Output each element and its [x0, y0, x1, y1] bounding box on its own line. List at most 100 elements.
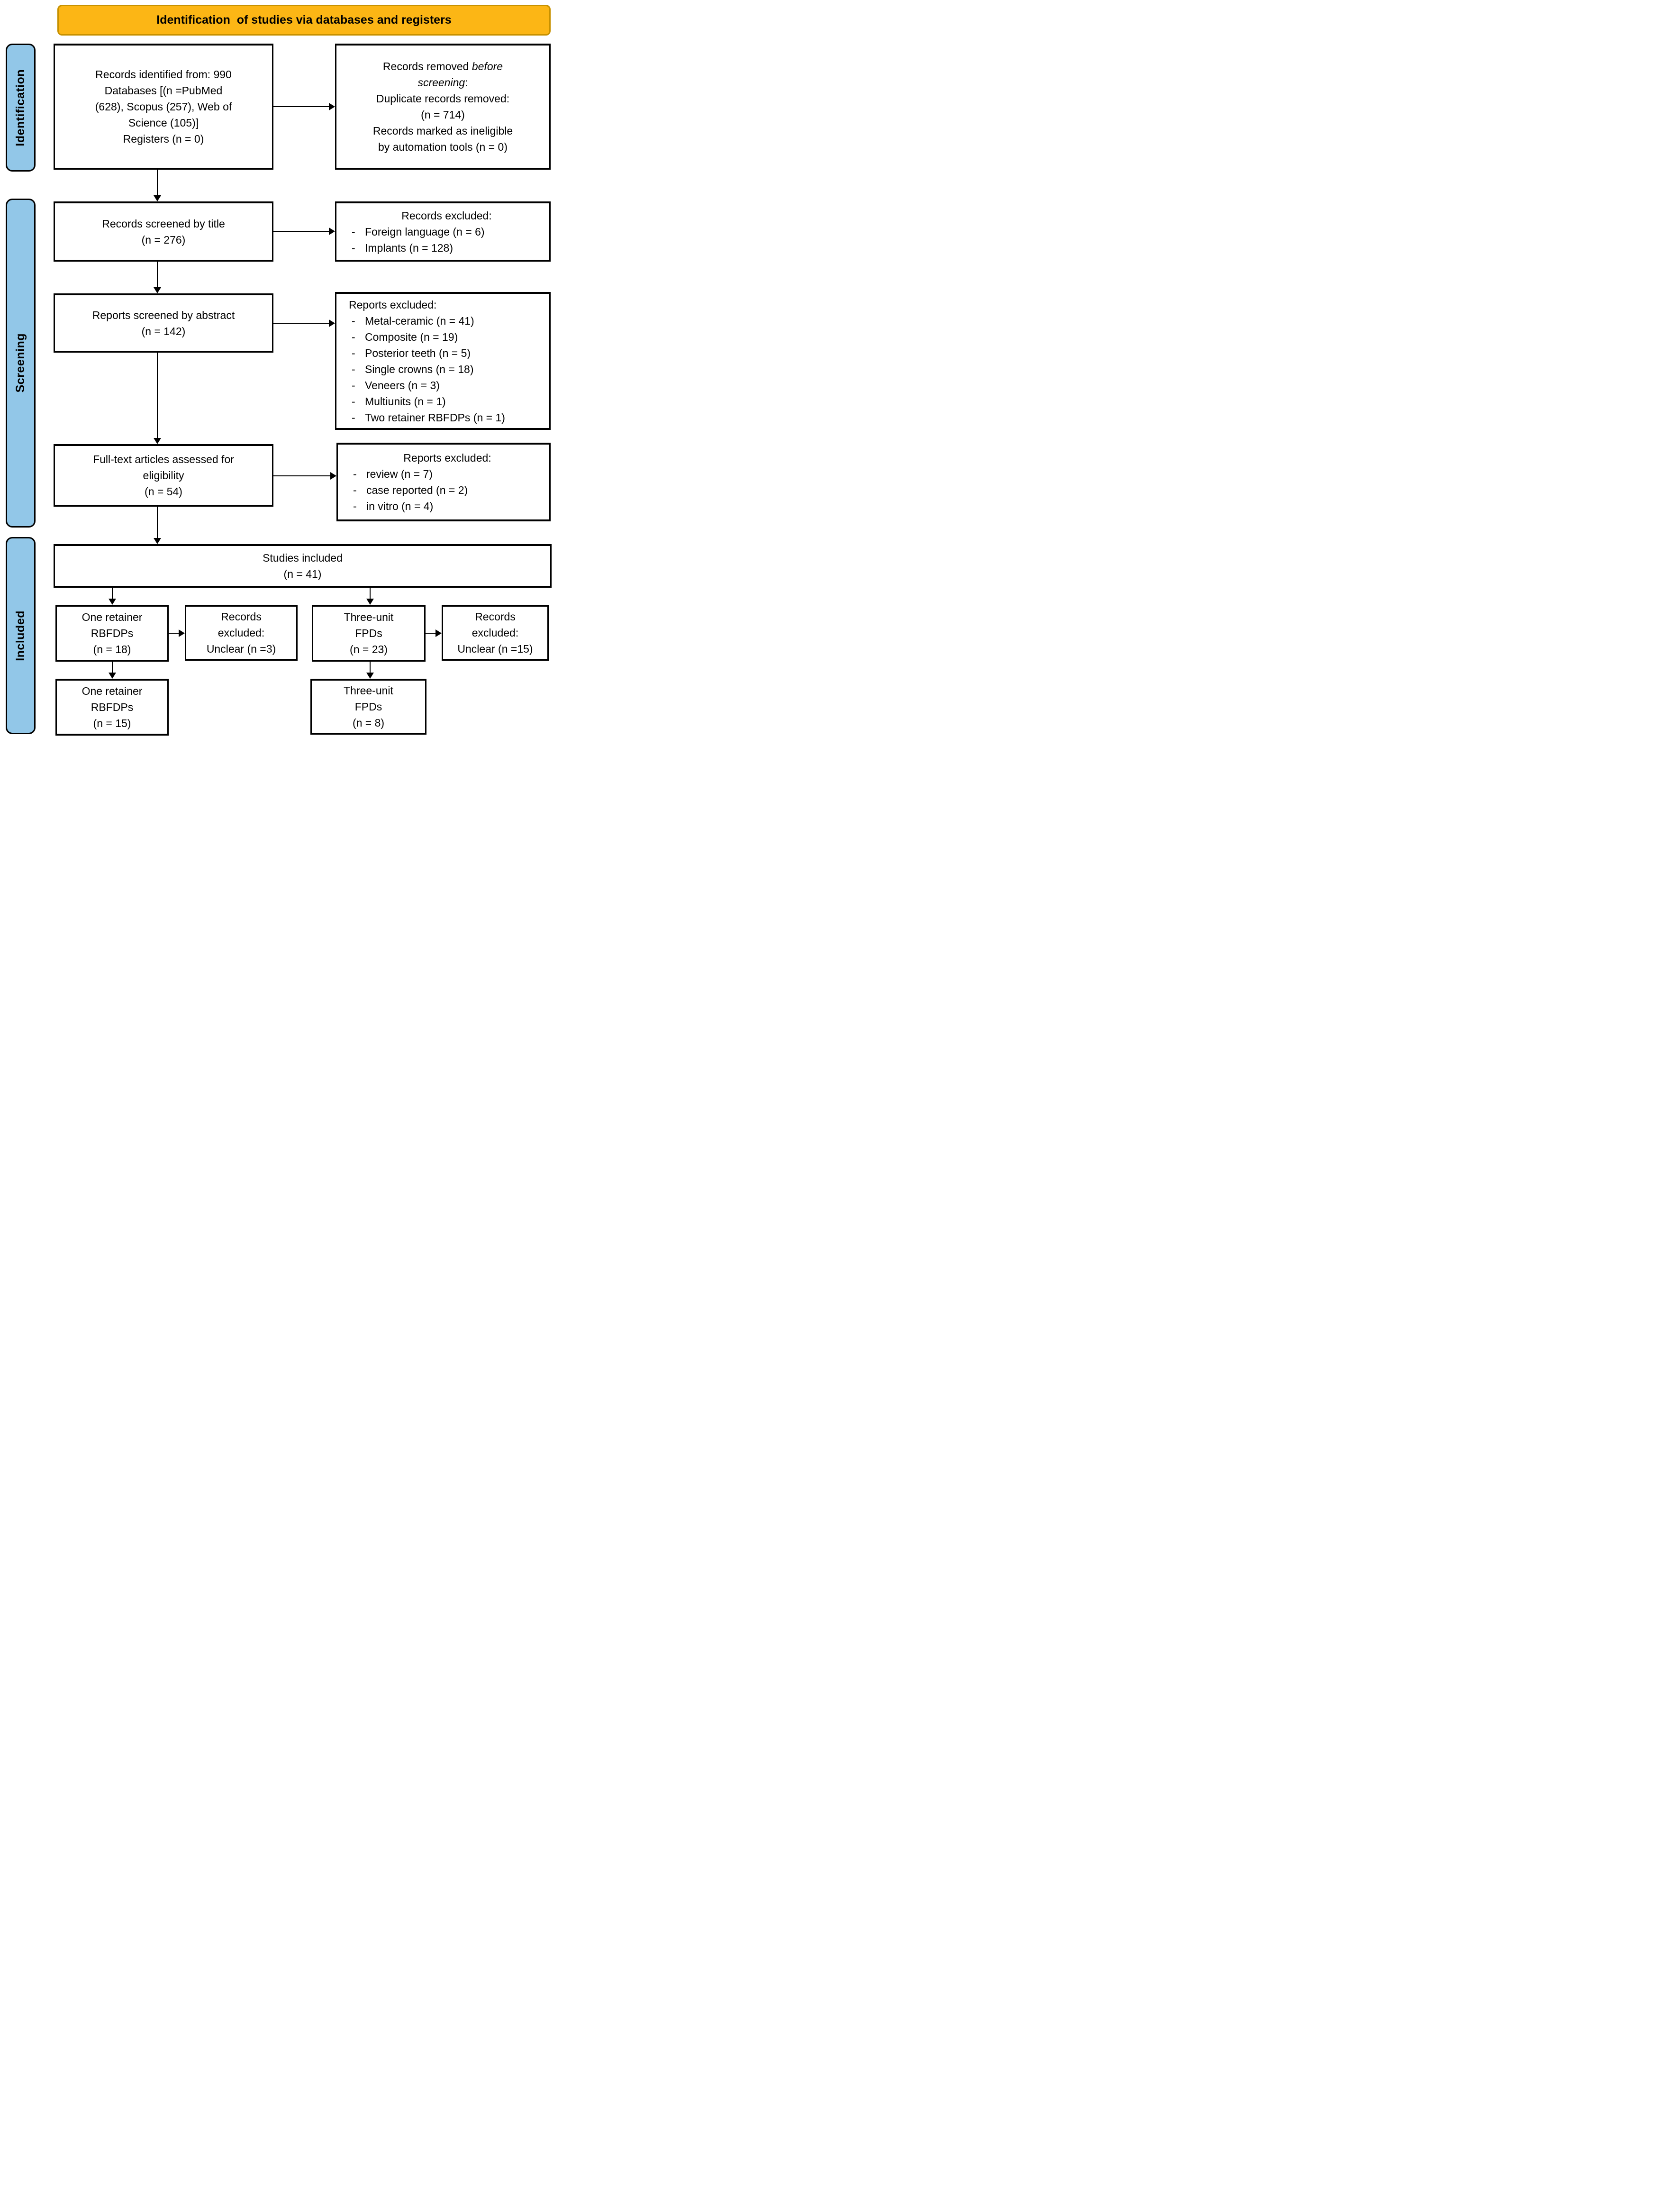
box-line: (n = 276) [141, 233, 186, 246]
box-line: Science (105)] [128, 117, 199, 129]
arrow-identified-to-removed [273, 103, 335, 110]
list-item: -in vitro (n = 4) [350, 498, 544, 514]
box-one-retainer-rbfdps-15: One retainer RBFDPs (n = 15) [55, 679, 169, 736]
list-item-text: case reported (n = 2) [366, 484, 468, 496]
box-line: Records screened by title [102, 217, 225, 230]
box-line: One retainer [82, 611, 143, 623]
arrow-one-retainer-18-to-15 [109, 662, 116, 679]
box-records-screened-by-title: Records screened by title (n = 276) [54, 201, 273, 262]
box-reports-excluded-abstract: Reports excluded: -Metal-ceramic (n = 41… [335, 292, 551, 430]
list-dash: - [352, 225, 355, 238]
list-item-text: Metal-ceramic (n = 41) [365, 314, 474, 327]
box-header: Reports excluded: [403, 452, 491, 464]
box-line: (n = 15) [93, 717, 131, 729]
list-dash: - [352, 314, 355, 327]
box-records-identified: Records identified from: 990 Databases [… [54, 44, 273, 170]
list-dash: - [353, 500, 357, 512]
banner-label: Identification of studies via databases … [156, 13, 452, 27]
stage-included-text: Included [14, 610, 27, 661]
box-records-removed-before-screening: Records removed before screening: Duplic… [335, 44, 551, 170]
box-line: Records [221, 610, 262, 623]
list-dash: - [353, 468, 357, 480]
box-line: Records [475, 610, 516, 623]
box-line: Three-unit [344, 611, 394, 623]
box-line: FPDs [355, 627, 382, 639]
box-records-excluded-title: Records excluded: -Foreign language (n =… [335, 201, 551, 262]
list-item-text: Two retainer RBFDPs (n = 1) [365, 411, 505, 424]
list-item: -case reported (n = 2) [350, 482, 544, 498]
list-dash: - [352, 411, 355, 424]
list-item: -Veneers (n = 3) [349, 377, 544, 393]
arrow-three-unit-23-to-8 [366, 662, 374, 679]
box-line: Full-text articles assessed for [93, 453, 234, 465]
box-line: Records marked as ineligible [372, 125, 513, 137]
list-dash: - [352, 346, 355, 359]
box-line: (n = 41) [283, 568, 322, 580]
list-item-text: Implants (n = 128) [365, 241, 454, 254]
box-line: excluded: [218, 627, 265, 639]
box-line: One retainer [82, 685, 143, 697]
list-item: -review (n = 7) [350, 466, 544, 482]
list-item-text: Single crowns (n = 18) [365, 363, 474, 375]
list-item: -Metal-ceramic (n = 41) [349, 313, 544, 329]
list-item-text: review (n = 7) [366, 468, 433, 480]
arrow-included-to-one-retainer-18 [109, 588, 116, 605]
box-line: (n = 23) [350, 643, 388, 655]
box-line: Records removed before [383, 58, 503, 74]
list-dash: - [352, 395, 355, 408]
box-three-unit-fpds-8: Three-unit FPDs (n = 8) [310, 679, 426, 735]
list-dash: - [353, 484, 357, 496]
arrow-identified-to-title-screen [154, 170, 161, 201]
box-line: (628), Scopus (257), Web of [95, 100, 232, 113]
box-line: RBFDPs [91, 701, 134, 713]
box-reports-excluded-fulltext: Reports excluded: -review (n = 7) -case … [336, 443, 551, 521]
box-line: screening: [417, 74, 468, 91]
list-item: -Multiunits (n = 1) [349, 393, 544, 410]
box-line: RBFDPs [91, 627, 134, 639]
stage-label-identification: Identification [6, 44, 36, 172]
list-item-text: Foreign language (n = 6) [365, 225, 485, 238]
arrow-abstract-to-excluded [273, 319, 335, 327]
box-line: (n = 8) [352, 717, 385, 729]
arrow-abstract-to-fulltext [154, 353, 161, 444]
box-line: excluded: [472, 627, 519, 639]
box-studies-included: Studies included (n = 41) [54, 544, 552, 588]
list-item: -Posterior teeth (n = 5) [349, 345, 544, 361]
box-line: (n = 714) [421, 109, 465, 121]
list-item-text: Composite (n = 19) [365, 330, 458, 343]
box-one-retainer-rbfdps-18: One retainer RBFDPs (n = 18) [55, 605, 169, 662]
list-item: -Single crowns (n = 18) [349, 361, 544, 377]
list-dash: - [352, 241, 355, 254]
stage-screening-text: Screening [14, 333, 27, 393]
box-line: Registers (n = 0) [123, 133, 204, 145]
list-dash: - [352, 363, 355, 375]
box-header: Reports excluded: [349, 298, 437, 311]
box-line: Records identified from: 990 [95, 68, 232, 81]
box-line-part: : [465, 76, 468, 89]
box-line: Unclear (n =15) [457, 643, 533, 655]
box-line: (n = 54) [145, 485, 182, 498]
box-line: Studies included [263, 552, 343, 564]
arrow-title-to-abstract-screen [154, 262, 161, 293]
box-line-part-italic: before [472, 60, 503, 73]
list-item-text: Posterior teeth (n = 5) [365, 346, 471, 359]
banner-identification-of-studies: Identification of studies via databases … [57, 5, 551, 36]
list-dash: - [352, 379, 355, 391]
list-item: -Two retainer RBFDPs (n = 1) [349, 410, 544, 426]
box-header: Records excluded: [401, 209, 492, 222]
stage-identification-text: Identification [14, 69, 27, 146]
arrow-three-unit-to-unclear-15 [426, 629, 442, 637]
box-line-part: Records removed [382, 60, 472, 73]
list-item-text: in vitro (n = 4) [366, 500, 434, 512]
arrow-one-retainer-to-unclear-3 [169, 629, 185, 637]
list-item: -Foreign language (n = 6) [349, 224, 544, 240]
arrow-fulltext-to-included [154, 507, 161, 544]
arrow-included-to-three-unit-23 [366, 588, 374, 605]
box-three-unit-fpds-23: Three-unit FPDs (n = 23) [312, 605, 426, 662]
list-item-text: Veneers (n = 3) [365, 379, 440, 391]
list-item: -Implants (n = 128) [349, 240, 544, 256]
box-records-excluded-unclear-15: Records excluded: Unclear (n =15) [442, 605, 549, 661]
box-line: eligibility [143, 469, 184, 482]
list-item-text: Multiunits (n = 1) [365, 395, 446, 408]
box-line: Duplicate records removed: [376, 92, 510, 105]
